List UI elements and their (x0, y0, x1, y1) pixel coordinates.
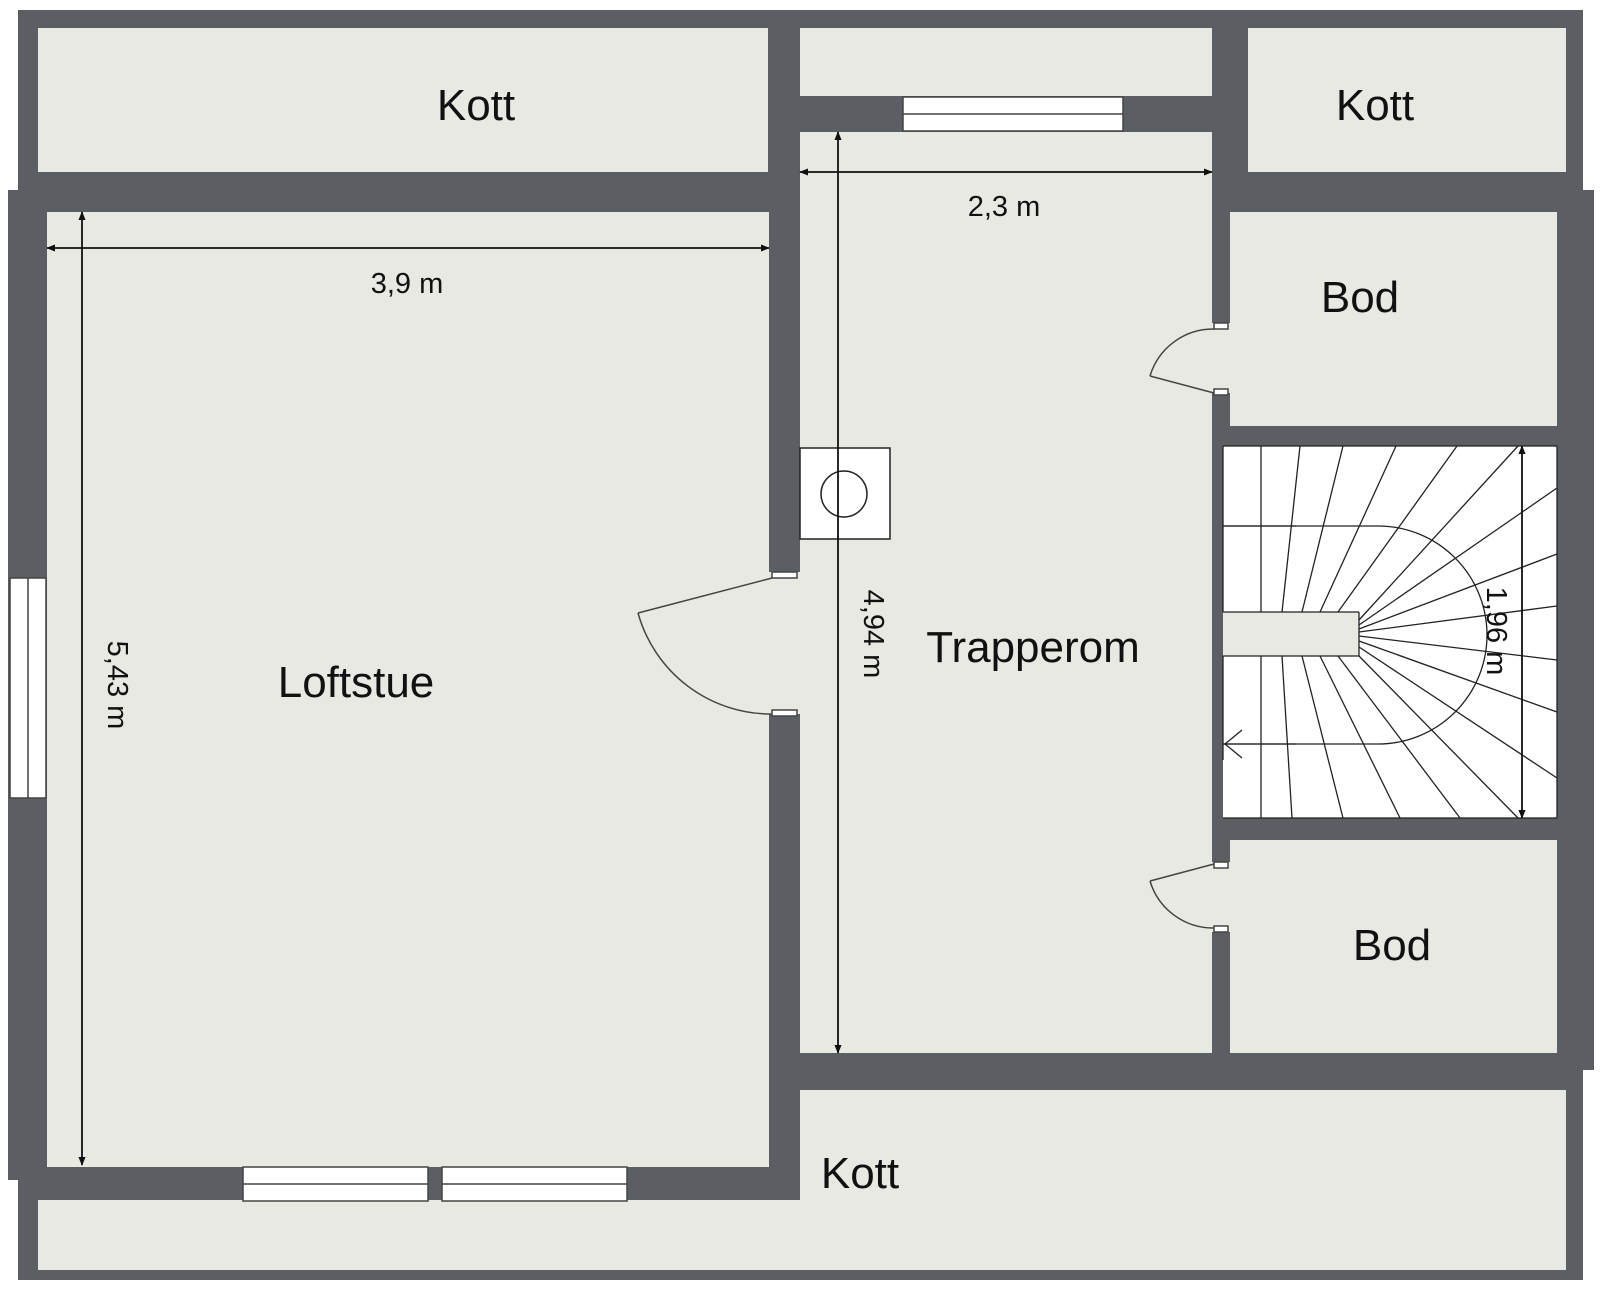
window-left-loftstue (9, 577, 47, 799)
room-label-kott-bottom: Kott (821, 1149, 899, 1198)
dim-label-trapperom-width: 2,3 m (968, 191, 1041, 223)
door-loftstue-trapperom (637, 571, 800, 717)
staircase (1222, 445, 1558, 819)
chimney (799, 447, 891, 540)
dimension-lines (46, 131, 1526, 1166)
doors (637, 322, 1230, 933)
kott-bottom-strip-floor (38, 1200, 1566, 1270)
dim-label-loftstue-length: 5,43 m (101, 641, 133, 730)
bod-lower-floor (1230, 840, 1557, 1053)
dim-label-loftstue-width: 3,9 m (371, 268, 444, 300)
window-top-trapperom (902, 96, 1124, 132)
kott-bottom-floor (800, 1090, 1566, 1200)
kott-top-right-floor (1248, 28, 1566, 172)
room-floors (38, 28, 1566, 1270)
dim-label-stairs: 1,96 m (1480, 587, 1512, 676)
room-label-kott-top-left: Kott (437, 81, 515, 130)
windows (9, 96, 1124, 1202)
top-center-floor (800, 28, 1212, 96)
room-label-bod-lower: Bod (1353, 921, 1431, 970)
room-label-trapperom: Trapperom (926, 623, 1140, 672)
kott-top-left-floor (38, 28, 768, 172)
room-label-bod-upper: Bod (1321, 273, 1399, 322)
room-label-kott-top-right: Kott (1336, 81, 1414, 130)
room-label-loftstue: Loftstue (278, 658, 435, 707)
window-bottom-loftstue-2 (441, 1166, 628, 1202)
trapperom-floor (800, 132, 1212, 1053)
door-bod-upper (1149, 322, 1230, 396)
door-bod-lower (1149, 861, 1230, 933)
bod-upper-floor (1230, 212, 1557, 426)
loftstue-floor (47, 212, 769, 1167)
dim-label-trapperom-length: 4,94 m (857, 590, 889, 679)
window-bottom-loftstue-1 (242, 1166, 429, 1202)
